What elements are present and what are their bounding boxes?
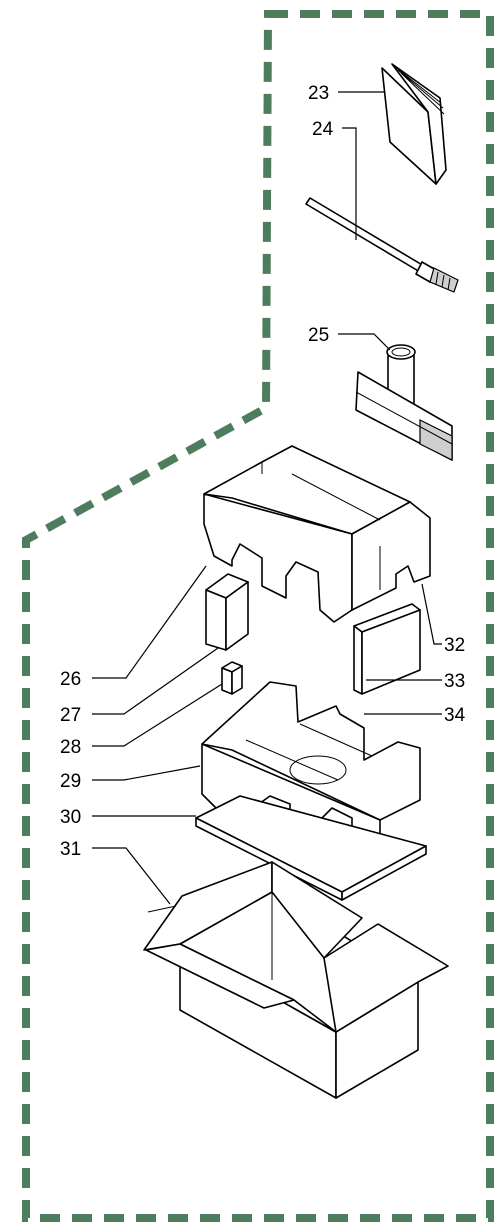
leader-31 [92,847,171,905]
kit-boundary-dashed [22,10,494,1222]
callout-25: 25 [308,325,329,346]
leader-32 [421,583,442,645]
top-foam-insert [203,445,431,623]
callout-30: 30 [60,807,81,828]
shipping-carton [143,861,449,1099]
callout-23: 23 [308,83,329,104]
foam-pad [353,603,421,695]
callout-31: 31 [60,839,81,860]
leader-27 [92,647,219,715]
callout-24: 24 [312,119,334,140]
floor-nozzle [355,344,453,461]
callout-27: 27 [60,705,81,726]
leader-26 [92,565,207,679]
callout-33: 33 [444,671,465,692]
callout-34: 34 [444,705,466,726]
cleaning-brush [305,197,459,293]
callout-32: 32 [444,635,465,656]
leader-29 [92,765,201,781]
leader-28 [92,683,223,747]
leader-25 [338,333,391,351]
small-block [221,661,243,695]
leader-24 [342,127,357,240]
small-carton [205,573,249,651]
callout-28: 28 [60,737,81,758]
callout-labels: 23 24 25 26 27 28 29 30 31 32 33 34 [60,83,466,860]
callout-29: 29 [60,771,81,792]
cardboard-sheet [195,795,427,901]
leader-lines [92,91,442,905]
manual-booklet [381,63,447,185]
callout-26: 26 [60,669,81,690]
